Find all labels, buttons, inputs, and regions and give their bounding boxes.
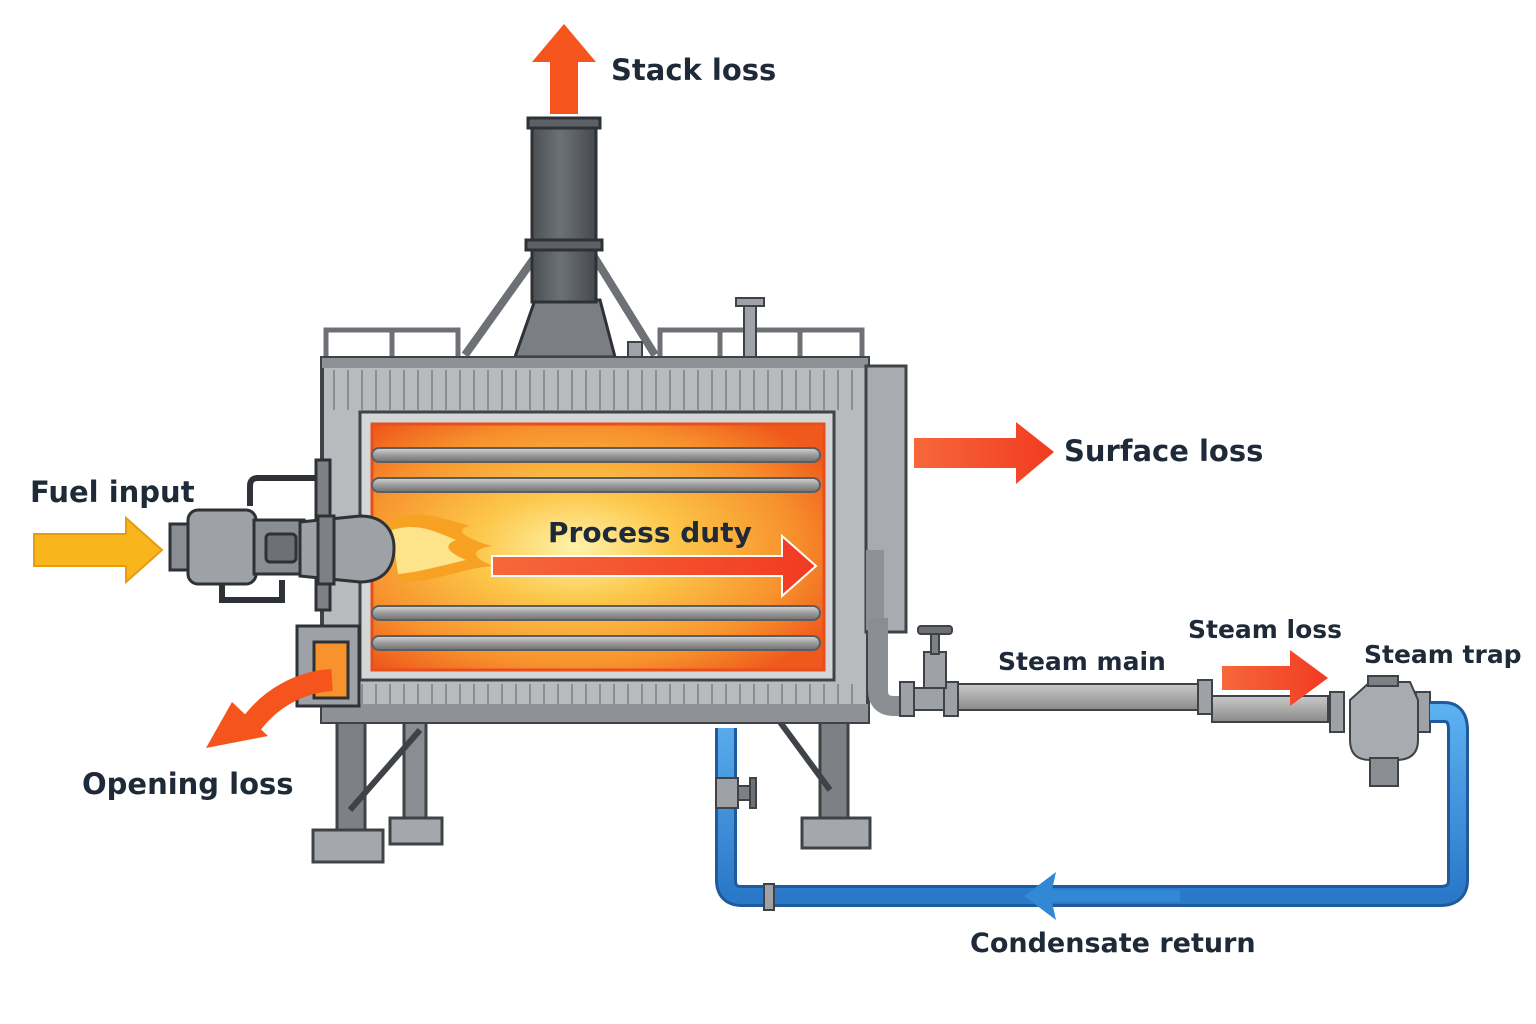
opening-loss-arrow bbox=[206, 669, 334, 748]
process-duty-arrow bbox=[491, 533, 818, 599]
condensate-return-arrow bbox=[1024, 872, 1180, 920]
steam-valve[interactable] bbox=[917, 625, 953, 689]
roof-railing bbox=[323, 327, 865, 358]
burner-assembly bbox=[168, 458, 396, 612]
steam-loss-arrow bbox=[1222, 650, 1328, 706]
roof-vent bbox=[627, 297, 765, 359]
fuel-input-label: Fuel input bbox=[30, 475, 195, 509]
opening-loss-label: Opening loss bbox=[82, 767, 294, 801]
heating-tubes bbox=[371, 447, 821, 651]
stack-loss-arrow bbox=[532, 24, 596, 114]
steam-trap-label: Steam trap bbox=[1364, 640, 1522, 669]
steam-loss-label: Steam loss bbox=[1188, 615, 1342, 644]
upper-tube-bundle bbox=[371, 447, 821, 493]
burner-flame bbox=[388, 514, 494, 582]
lower-tube-bundle bbox=[371, 605, 821, 651]
condensate-return-label: Condensate return bbox=[970, 928, 1256, 959]
chimney-stack bbox=[461, 116, 659, 359]
body-panel-ribs bbox=[333, 370, 853, 704]
furnace-legs bbox=[311, 720, 872, 864]
steam-trap[interactable] bbox=[1329, 675, 1431, 787]
steam-main-pipe[interactable] bbox=[868, 618, 1329, 723]
stack-loss-label: Stack loss bbox=[611, 53, 776, 87]
fuel-input-arrow bbox=[33, 515, 164, 585]
condensate-return-pipe[interactable] bbox=[715, 701, 1469, 911]
condensate-valve[interactable] bbox=[715, 777, 757, 809]
process-duty-label: Process duty bbox=[548, 516, 752, 549]
steam-main-label: Steam main bbox=[998, 647, 1166, 676]
surface-loss-arrow bbox=[914, 422, 1054, 484]
surface-loss-label: Surface loss bbox=[1064, 434, 1263, 468]
